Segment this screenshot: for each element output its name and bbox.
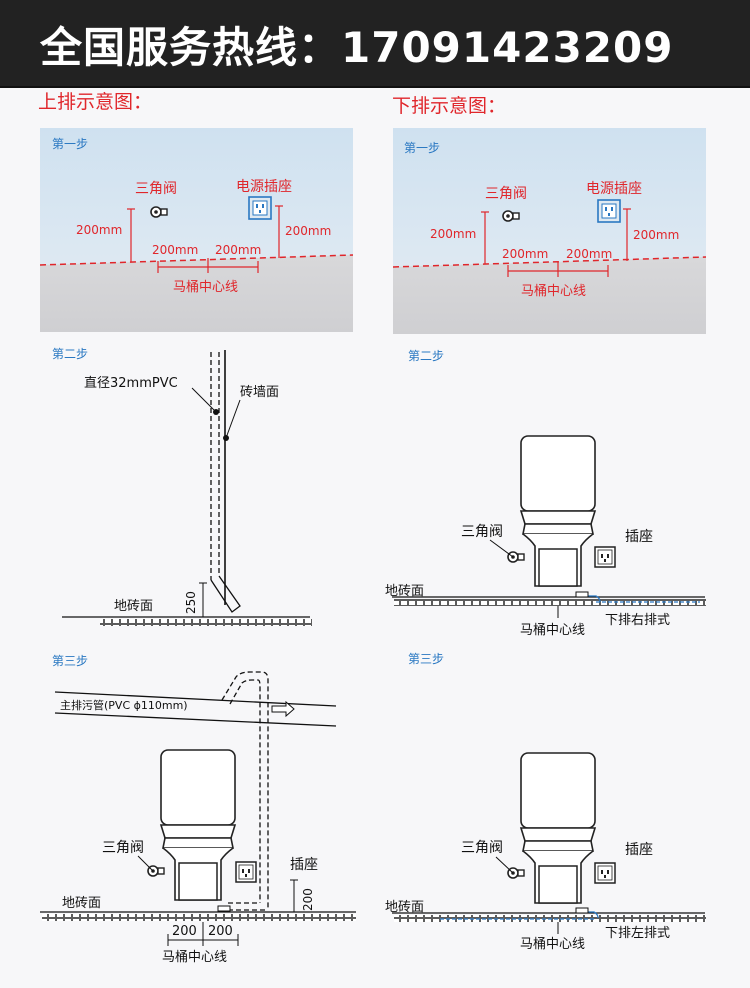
bottom-step3-mode-label: 下排左排式 xyxy=(605,926,670,941)
hotline-text: 全国服务热线：17091423209 xyxy=(40,14,673,75)
angle-valve-icon xyxy=(502,210,520,222)
socket-icon xyxy=(235,861,257,883)
top-step1-height-right: 200mm xyxy=(285,224,331,238)
top-step1-panel: 第一步 三角阀 电源插座 200mm 200mm 200mm 200mm 马桶中… xyxy=(39,128,354,332)
power-socket-icon xyxy=(597,199,621,223)
bottom-step1-height-right: 200mm xyxy=(633,228,679,242)
top-step2-pipe-label: 直径32mmPVC xyxy=(84,376,178,391)
top-step3-width-left: 200 xyxy=(172,924,197,939)
bottom-step3-socket-label: 插座 xyxy=(625,842,653,858)
top-step2-height: 250 xyxy=(184,591,198,614)
top-step3-center-label: 马桶中心线 xyxy=(162,950,227,965)
bottom-step1-panel: 第一步 三角阀 电源插座 200mm 200mm 200mm 200mm 马桶中… xyxy=(392,128,707,334)
top-step3-label: 第三步 xyxy=(52,654,88,668)
socket-icon xyxy=(594,546,616,568)
top-step2-wall-label: 砖墙面 xyxy=(240,385,279,400)
socket-icon xyxy=(594,862,616,884)
bottom-step3-diagram: 第三步 三角阀 插座 地砖面 马桶中心线 下排左排式 xyxy=(385,652,706,952)
toilet-icon xyxy=(520,752,596,904)
top-title: 上排示意图： xyxy=(38,91,152,113)
top-step1-valve-label: 三角阀 xyxy=(135,181,177,197)
bottom-step1-height-left: 200mm xyxy=(430,227,476,241)
hotline-banner: 全国服务热线：17091423209 xyxy=(0,0,750,86)
power-socket-icon xyxy=(248,196,272,220)
bottom-step2-valve-label: 三角阀 xyxy=(461,524,503,540)
bottom-step2-socket-label: 插座 xyxy=(625,529,653,545)
angle-valve-icon xyxy=(150,206,168,218)
top-step2-label: 第二步 xyxy=(52,347,88,361)
hotline-number: 17091423209 xyxy=(341,23,674,72)
toilet-icon xyxy=(520,435,596,587)
top-step2-diagram: 第二步 直径32mmPVC 砖墙面 地砖面 250 xyxy=(52,347,312,626)
bottom-step2-label: 第二步 xyxy=(408,349,444,363)
bottom-step3-valve-label: 三角阀 xyxy=(461,840,503,856)
flow-arrow-icon xyxy=(271,700,295,718)
top-step3-floor-label: 地砖面 xyxy=(62,896,101,911)
bottom-step1-center-label: 马桶中心线 xyxy=(521,284,586,299)
top-step3-width-right: 200 xyxy=(208,924,233,939)
bottom-step3-center-label: 马桶中心线 xyxy=(520,937,585,952)
top-step2-floor-label: 地砖面 xyxy=(114,599,153,614)
bottom-step2-diagram: 第二步 三角阀 插座 地砖面 马桶中心线 下排右排式 xyxy=(385,349,706,638)
angle-valve-icon xyxy=(507,551,525,563)
bottom-step1-width-right: 200mm xyxy=(566,247,612,261)
hotline-label: 全国服务热线： xyxy=(40,23,342,72)
top-step3-main-pipe-label: 主排污管(PVC ϕ110mm) xyxy=(60,698,188,712)
bottom-step1-width-left: 200mm xyxy=(502,247,548,261)
top-step1-socket-label: 电源插座 xyxy=(236,179,292,195)
top-step1-height-left: 200mm xyxy=(76,223,122,237)
top-step1-width-left: 200mm xyxy=(152,243,198,257)
top-step3-diagram: 第三步 主排污管(PVC ϕ110mm) 三角阀 插座 地砖面 200 200 xyxy=(40,654,356,965)
top-step1-label: 第一步 xyxy=(52,137,88,151)
bottom-step2-center-label: 马桶中心线 xyxy=(520,623,585,638)
top-step3-height: 200 xyxy=(301,888,315,911)
bottom-step1-valve-label: 三角阀 xyxy=(485,186,527,202)
top-step3-socket-label: 插座 xyxy=(290,857,318,873)
angle-valve-icon xyxy=(147,865,165,877)
top-step1-center-label: 马桶中心线 xyxy=(173,280,238,295)
top-step1-width-right: 200mm xyxy=(215,243,261,257)
top-step3-valve-label: 三角阀 xyxy=(102,840,144,856)
toilet-icon xyxy=(160,749,236,901)
bottom-step3-label: 第三步 xyxy=(408,652,444,666)
bottom-step2-mode-label: 下排右排式 xyxy=(605,613,670,628)
angle-valve-icon xyxy=(507,867,525,879)
bottom-title: 下排示意图： xyxy=(392,95,506,117)
bottom-step1-socket-label: 电源插座 xyxy=(586,181,642,197)
bottom-step3-floor-label: 地砖面 xyxy=(385,900,424,915)
banner-divider xyxy=(0,86,750,88)
bottom-step1-label: 第一步 xyxy=(404,141,440,155)
bottom-step2-floor-label: 地砖面 xyxy=(385,584,424,599)
